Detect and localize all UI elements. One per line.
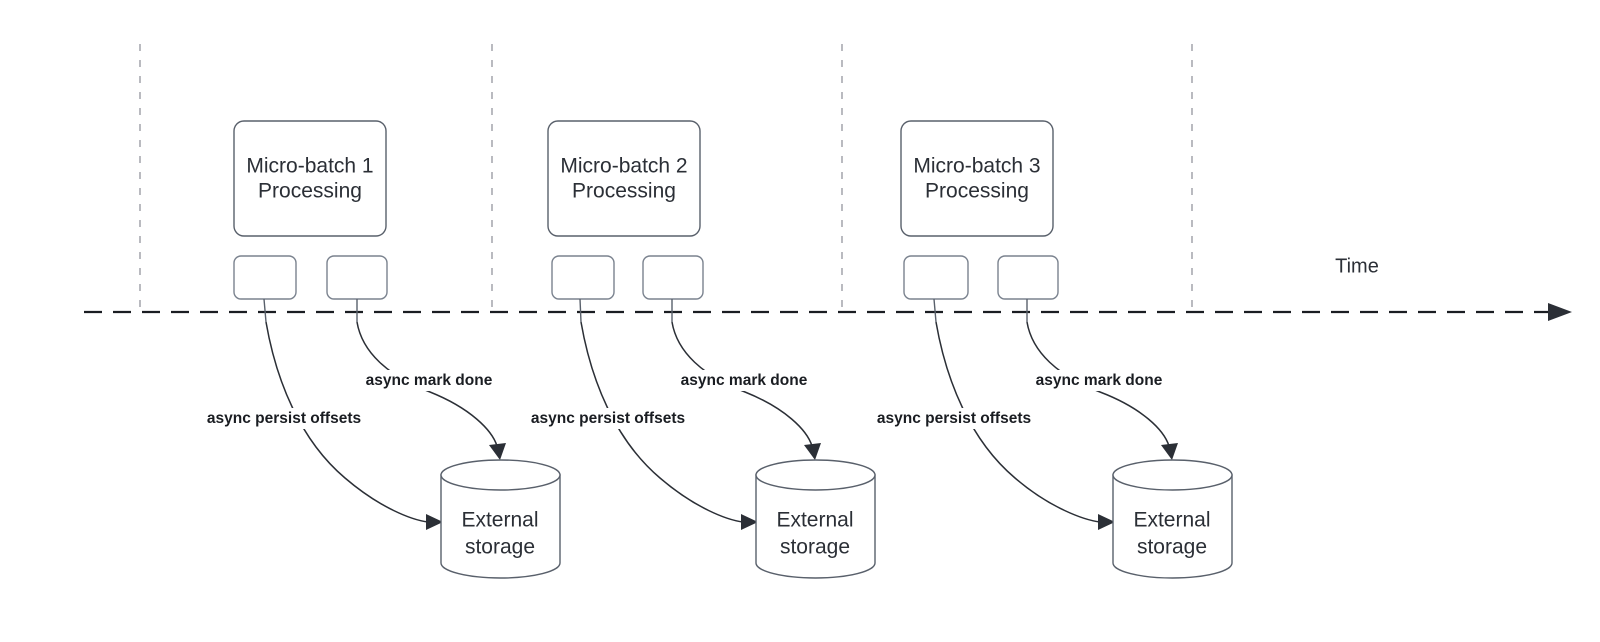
edge-async-persist-offsets-2: [580, 321, 744, 523]
edge-arrowhead-markdone-1: [489, 443, 506, 460]
edge-label-markdone-3-text: async mark done: [1036, 372, 1163, 389]
external-storage-3-label-line1: External: [1133, 509, 1210, 532]
edge-arrowhead-persist-3: [1098, 514, 1115, 530]
edge-label-async-mark-done-3: async mark done: [1026, 370, 1172, 391]
micro-batch-1-stem-a: [263, 298, 267, 323]
edge-async-mark-done-2: [671, 321, 813, 447]
edge-async-mark-done-1: [356, 321, 498, 447]
external-storage-1-top: [440, 459, 561, 491]
external-storage-3-label-line2: storage: [1137, 536, 1207, 559]
external-storage-2[interactable]: External storage: [755, 459, 876, 579]
edge-arrowhead-persist-1: [426, 514, 443, 530]
time-axis-label: Time: [1335, 255, 1379, 277]
micro-batch-2-task-box-b[interactable]: [642, 255, 704, 300]
group-1: Micro-batch 1 Processing async mark done: [196, 120, 561, 579]
external-storage-3-top: [1112, 459, 1233, 491]
micro-batch-1-label-line1: Micro-batch 1: [246, 155, 373, 178]
micro-batch-2-rect[interactable]: [547, 120, 701, 237]
external-storage-2-top: [755, 459, 876, 491]
micro-batch-2-stem-a: [579, 298, 582, 323]
group-2: Micro-batch 2 Processing async mark done…: [520, 120, 876, 579]
edge-label-bg-markdone-1: [356, 370, 502, 391]
micro-batch-2-label-line2: Processing: [572, 180, 676, 203]
edge-label-persist-3-text: async persist offsets: [877, 410, 1031, 427]
micro-batch-3-task-box-b[interactable]: [997, 255, 1059, 300]
micro-batch-3-rect[interactable]: [900, 120, 1054, 237]
edge-async-persist-offsets-3: [935, 321, 1101, 523]
batch-boundary-dividers: [139, 44, 1193, 312]
edge-label-bg-persist-3: [866, 408, 1043, 429]
edge-arrowhead-persist-2: [741, 514, 758, 530]
edge-label-async-mark-done-1: async mark done: [356, 370, 502, 391]
edge-label-async-persist-offsets-3: async persist offsets: [866, 408, 1043, 429]
micro-batch-2-label-line1: Micro-batch 2: [560, 155, 687, 178]
edge-label-async-mark-done-2: async mark done: [671, 370, 817, 391]
edge-label-bg-persist-1: [196, 408, 373, 429]
external-storage-3-body[interactable]: [1112, 474, 1233, 579]
micro-batch-3-label-line2: Processing: [925, 180, 1029, 203]
micro-batch-3-label-line1: Micro-batch 3: [913, 155, 1040, 178]
external-storage-1[interactable]: External storage: [440, 459, 561, 579]
edge-label-async-persist-offsets-2: async persist offsets: [520, 408, 697, 429]
edge-label-bg-markdone-3: [1026, 370, 1172, 391]
micro-batch-1-rect[interactable]: [233, 120, 387, 237]
micro-batch-1-label-line2: Processing: [258, 180, 362, 203]
edge-arrowhead-markdone-3: [1161, 443, 1178, 460]
external-storage-2-label-line2: storage: [780, 536, 850, 559]
edge-label-async-persist-offsets-1: async persist offsets: [196, 408, 373, 429]
group-3: Micro-batch 3 Processing async mark done…: [866, 120, 1233, 579]
edge-label-bg-markdone-2: [671, 370, 817, 391]
edge-label-persist-1-text: async persist offsets: [207, 410, 361, 427]
external-storage-1-label-line2: storage: [465, 536, 535, 559]
edge-async-persist-offsets-1: [265, 321, 429, 523]
micro-batch-2-task-box-a[interactable]: [551, 255, 615, 300]
external-storage-1-body[interactable]: [440, 474, 561, 579]
micro-batch-3-task-box-a[interactable]: [903, 255, 969, 300]
edge-label-persist-2-text: async persist offsets: [531, 410, 685, 427]
micro-batch-1-task-box-b[interactable]: [326, 255, 388, 300]
micro-batch-3-stem-a: [933, 298, 937, 323]
edge-label-bg-persist-2: [520, 408, 697, 429]
edge-async-mark-done-3: [1026, 321, 1170, 447]
micro-batch-2-box[interactable]: Micro-batch 2 Processing: [547, 120, 701, 237]
external-storage-1-label-line1: External: [461, 509, 538, 532]
time-axis: Time: [84, 255, 1572, 321]
external-storage-3[interactable]: External storage: [1112, 459, 1233, 579]
micro-batch-1-task-box-a[interactable]: [233, 255, 297, 300]
micro-batch-1-box[interactable]: Micro-batch 1 Processing: [233, 120, 387, 237]
micro-batch-3-box[interactable]: Micro-batch 3 Processing: [900, 120, 1054, 237]
external-storage-2-label-line1: External: [776, 509, 853, 532]
edge-label-markdone-1-text: async mark done: [366, 372, 493, 389]
time-axis-arrow-icon: [1548, 303, 1572, 321]
edge-label-markdone-2-text: async mark done: [681, 372, 808, 389]
external-storage-2-body[interactable]: [755, 474, 876, 579]
edge-arrowhead-markdone-2: [804, 443, 821, 460]
